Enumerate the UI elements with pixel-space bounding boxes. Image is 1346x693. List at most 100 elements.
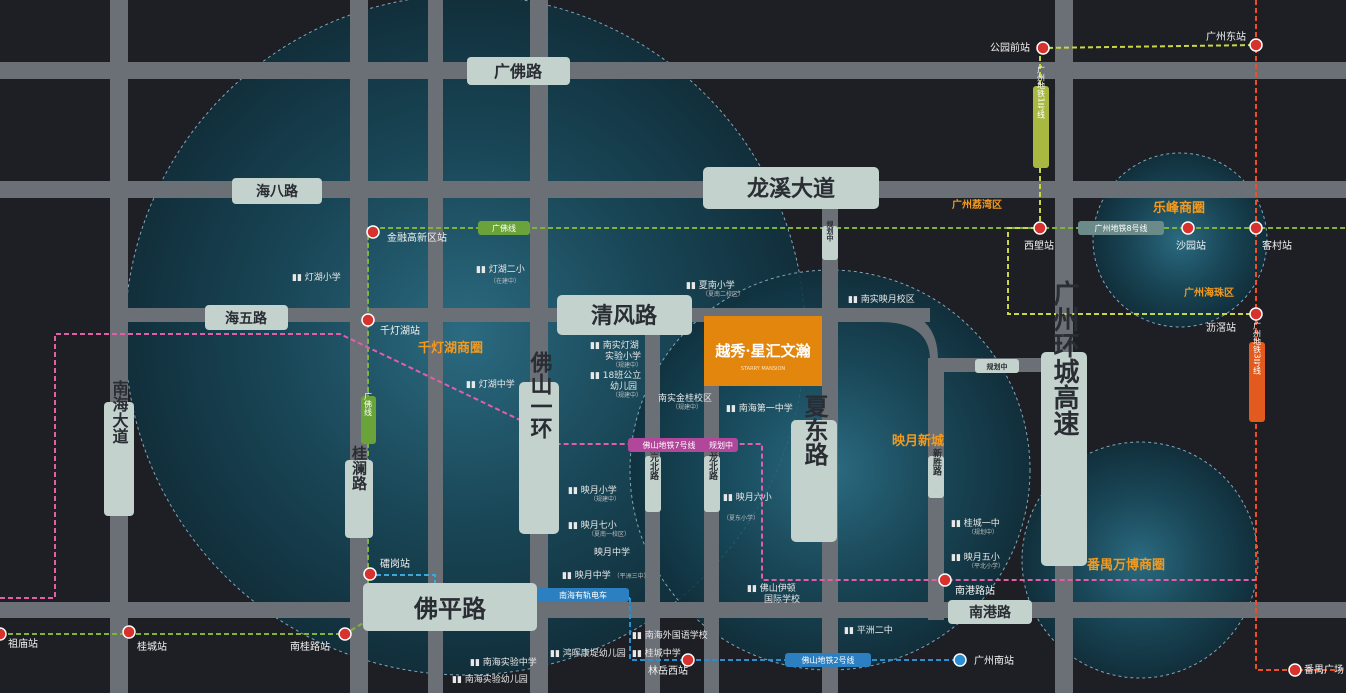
- metro-tag-guangfo: 广佛线: [478, 221, 530, 235]
- station-dot-nangang: [938, 573, 952, 587]
- station-dots: [0, 38, 1302, 677]
- svg-text:规划中: 规划中: [709, 440, 733, 450]
- road-label-guangfo: 广佛路: [467, 57, 570, 85]
- poi-nanshi-jingui-note: （规建中）: [672, 403, 702, 411]
- road-label-haiba: 海八路: [232, 178, 322, 204]
- district-haizhu: 广州海珠区: [1184, 286, 1234, 299]
- district-panyu-wanbo: 番禺万博商圈: [1086, 557, 1165, 573]
- svg-text:佛平路: 佛平路: [413, 595, 487, 623]
- svg-text:海八路: 海八路: [256, 183, 299, 200]
- station-dot-gongyuanqian: [1036, 41, 1050, 55]
- station-kecun: 客村站: [1262, 239, 1292, 252]
- poi-foshan-eaton: ▮▮ 佛山伊顿: [747, 582, 796, 594]
- svg-text:新胜路: 新胜路: [931, 447, 943, 476]
- road-label-planned-horizontal: 规划中: [975, 359, 1019, 373]
- metro-tag-tram: 南海有轨电车: [537, 588, 629, 602]
- svg-text:规划中: 规划中: [987, 362, 1008, 371]
- station-dot-xilang: [1033, 221, 1047, 235]
- station-dot-linyue-west: [681, 653, 695, 667]
- road-label-guangzhou-ring: 广州环城高速: [1041, 280, 1087, 566]
- svg-text:广州地铁8号线: 广州地铁8号线: [1094, 223, 1147, 233]
- station-lijiao: 沥滘站: [1206, 321, 1236, 334]
- district-qiandenghu: 千灯湖商圈: [418, 340, 483, 356]
- svg-text:佛山地铁7号线: 佛山地铁7号线: [642, 440, 695, 450]
- district-yingyue: 映月新城: [892, 433, 944, 449]
- poi-xianan-primary-note: （夏南二校区）: [702, 290, 744, 298]
- poi-yingyue-seven: ▮▮ 映月七小: [568, 519, 617, 531]
- station-guangzhou-south: 广州南站: [974, 654, 1014, 667]
- road-label-foping: 佛平路: [363, 583, 537, 631]
- gz-line1-top: [1039, 44, 1257, 49]
- svg-text:南港路: 南港路: [969, 604, 1012, 621]
- poi-foshan-eaton-2: 国际学校: [764, 593, 800, 605]
- project-marker[interactable]: 越秀·星汇文瀚 STARRY MANSION: [704, 316, 822, 386]
- poi-school18-2: 幼儿园: [610, 380, 637, 392]
- station-dot-zumiao: [0, 627, 7, 641]
- road-label-longxi: 龙溪大道: [703, 167, 879, 209]
- svg-text:桂澜路: 桂澜路: [350, 445, 368, 491]
- station-dot-panyu-square: [1288, 663, 1302, 677]
- district-labels: 千灯湖商圈 映月新城 乐峰商圈 番禺万博商圈 广州荔湾区 广州海珠区: [418, 198, 1234, 573]
- station-dot-kecun: [1249, 221, 1263, 235]
- poi-denghu-primary: ▮▮ 灯湖小学: [292, 271, 341, 283]
- metro-tags: 广佛线 广佛线 广州地铁1号线 广州地铁8号线 广州地铁3号线 佛山地铁7号线 …: [361, 64, 1265, 667]
- poi-denghu-second-note: （在建中）: [490, 277, 520, 285]
- station-guicheng: 桂城站: [137, 640, 167, 653]
- svg-text:聚元北路: 聚元北路: [648, 444, 660, 481]
- station-dot-shayuan: [1181, 221, 1195, 235]
- station-zumiao: 祖庙站: [8, 637, 38, 650]
- district-lijiaowan: 广州荔湾区: [952, 198, 1002, 211]
- poi-denghu-middle: ▮▮ 灯湖中学: [466, 378, 515, 390]
- station-panyu-square: 番禺广场: [1304, 663, 1344, 676]
- project-sub: STARRY MANSION: [741, 366, 786, 372]
- metro-tag-fs2: 佛山地铁2号线: [785, 653, 871, 667]
- metro-tag-guangfo-vertical: 广佛线: [361, 391, 376, 444]
- metro-tag-fs7: 佛山地铁7号线 规划中: [628, 438, 738, 452]
- station-dot-leigang: [363, 567, 377, 581]
- poi-guicheng-middle: ▮▮ 桂城中学: [632, 647, 681, 659]
- poi-school18-note: （规建中）: [612, 391, 642, 399]
- station-dot-jinrong: [366, 225, 380, 239]
- district-lefeng: 乐峰商圈: [1153, 200, 1205, 216]
- svg-text:海五路: 海五路: [225, 310, 268, 327]
- gz-line3-path: [1255, 0, 1346, 671]
- poi-yingyue-six-note: （夏东小学）: [723, 514, 759, 522]
- svg-text:佛山地铁2号线: 佛山地铁2号线: [801, 655, 854, 665]
- station-nanguilu: 南桂路站: [290, 640, 330, 653]
- road-label-planned-vertical: 规划中: [822, 220, 838, 260]
- station-jinrong: 金融高新区站: [387, 231, 447, 244]
- poi-nanshi-yingyue: ▮▮ 南实映月校区: [848, 293, 915, 305]
- poi-nanshi-denghu-2: 实验小学: [605, 350, 641, 362]
- svg-text:龙溪大道: 龙溪大道: [747, 176, 835, 202]
- svg-text:南海有轨电车: 南海有轨电车: [559, 590, 607, 600]
- station-gongyuanqian: 公园前站: [990, 41, 1030, 54]
- station-dot-guicheng: [122, 625, 136, 639]
- poi-nanhai-first: ▮▮ 南海第一中学: [726, 402, 793, 414]
- poi-nanshi-jingui: 南实金桂校区: [658, 392, 712, 404]
- poi-yingyue-primary-note: （规建中）: [590, 495, 620, 503]
- poi-denghu-second: ▮▮ 灯湖二小: [476, 264, 525, 275]
- poi-yingyue-primary: ▮▮ 映月小学: [568, 484, 617, 496]
- poi-yingyue-seven-note: （夏南一校区）: [588, 530, 630, 538]
- svg-text:广佛线: 广佛线: [364, 391, 373, 416]
- station-dot-lijiao: [1249, 307, 1263, 321]
- station-nangang: 南港路站: [955, 584, 995, 597]
- svg-text:石龙北路: 石龙北路: [707, 444, 719, 481]
- station-guangzhou-east: 广州东站: [1206, 30, 1246, 43]
- station-linyue-west: 林岳西站: [648, 664, 688, 677]
- road-label-xinsheng: 新胜路: [928, 447, 944, 498]
- poi-guicheng-one-note: （规划中）: [968, 528, 998, 536]
- poi-xianan-primary: ▮▮ 夏南小学: [686, 279, 735, 291]
- road-labels: 广佛路 海八路 龙溪大道 海五路 清风路 南海大道 桂澜路 佛山一环: [104, 57, 1087, 631]
- metro-tag-gz8: 广州地铁8号线: [1078, 221, 1164, 235]
- poi-nanhai-exp-kg: ▮▮ 南海实验幼儿园: [452, 673, 528, 685]
- station-labels: 公园前站 广州东站 西塱站 沙园站 客村站 沥滘站 金融高新区站 千灯湖站 礌岗…: [8, 30, 1344, 677]
- poi-pingzhou-two: ▮▮ 平洲二中: [844, 624, 893, 636]
- poi-yingyue-six: ▮▮ 映月六小: [723, 491, 772, 503]
- svg-text:南海大道: 南海大道: [110, 379, 129, 444]
- station-dot-qiandenghu: [361, 313, 375, 327]
- poi-nanshi-denghu-note: （规建中）: [612, 361, 642, 369]
- metro-tag-gz1: 广州地铁1号线: [1033, 64, 1049, 168]
- svg-text:佛山一环: 佛山一环: [527, 351, 554, 439]
